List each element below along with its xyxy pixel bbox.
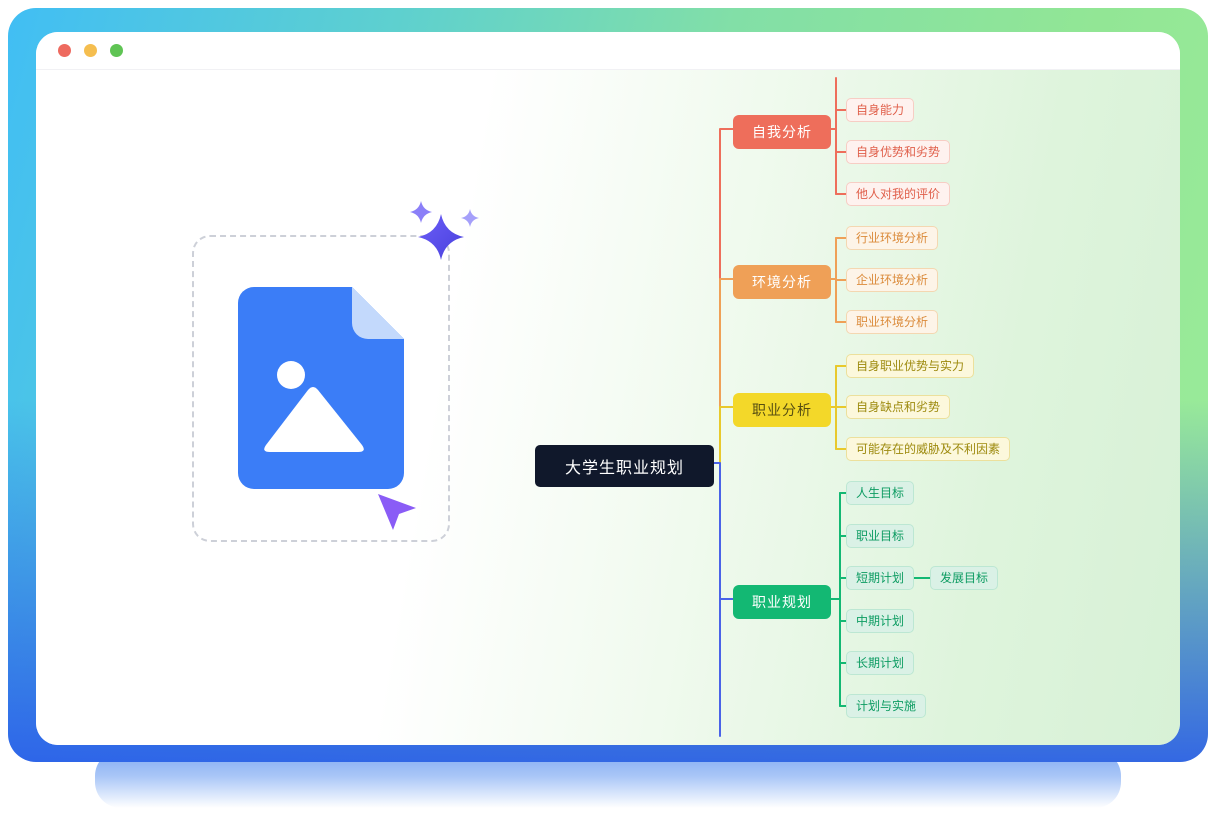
mindmap-node[interactable]: 他人对我的评价 <box>846 182 951 206</box>
mindmap-root-node[interactable]: 大学生职业规划 <box>535 445 715 487</box>
mindmap-branch-career-analysis[interactable]: 职业分析 <box>733 393 831 427</box>
mindmap-node[interactable]: 自身职业优势与实力 <box>846 354 975 378</box>
mindmap-node[interactable]: 长期计划 <box>846 651 915 675</box>
app-window: 大学生职业规划 自我分析 自身能力 自身优势和劣势 他人对我的评价 环境分析 行… <box>36 32 1180 745</box>
mindmap-node[interactable]: 中期计划 <box>846 609 915 633</box>
maximize-button[interactable] <box>110 44 123 57</box>
sparkles-icon <box>410 201 479 260</box>
mindmap-branch-career-planning[interactable]: 职业规划 <box>733 585 831 619</box>
mindmap-connectors <box>704 77 931 737</box>
mindmap-node[interactable]: 计划与实施 <box>846 694 927 718</box>
mindmap-node[interactable]: 自身优势和劣势 <box>846 140 951 164</box>
mindmap-node[interactable]: 行业环境分析 <box>846 226 939 250</box>
connector-environment-analysis <box>826 237 847 323</box>
image-document-icon <box>238 287 404 489</box>
mindmap-node[interactable]: 职业目标 <box>846 524 915 548</box>
mindmap-node[interactable]: 自身能力 <box>846 98 915 122</box>
window-titlebar <box>36 32 1180 70</box>
mindmap-node[interactable]: 可能存在的威胁及不利因素 <box>846 437 1011 461</box>
mindmap-branch-self-analysis[interactable]: 自我分析 <box>733 115 831 149</box>
mindmap-node[interactable]: 职业环境分析 <box>846 310 939 334</box>
cursor-pointer-icon <box>378 494 416 530</box>
connector-trunk <box>704 128 734 737</box>
close-button[interactable] <box>58 44 71 57</box>
mindmap-branch-environment-analysis[interactable]: 环境分析 <box>733 265 831 299</box>
mindmap-node[interactable]: 短期计划 <box>846 566 915 590</box>
window-content: 大学生职业规划 自我分析 自身能力 自身优势和劣势 他人对我的评价 环境分析 行… <box>36 70 1180 745</box>
image-placeholder[interactable] <box>192 235 450 542</box>
mindmap-node[interactable]: 发展目标 <box>930 566 999 590</box>
mindmap-node[interactable]: 人生目标 <box>846 481 915 505</box>
mindmap-node[interactable]: 自身缺点和劣势 <box>846 395 951 419</box>
mindmap-node[interactable]: 企业环境分析 <box>846 268 939 292</box>
minimize-button[interactable] <box>84 44 97 57</box>
